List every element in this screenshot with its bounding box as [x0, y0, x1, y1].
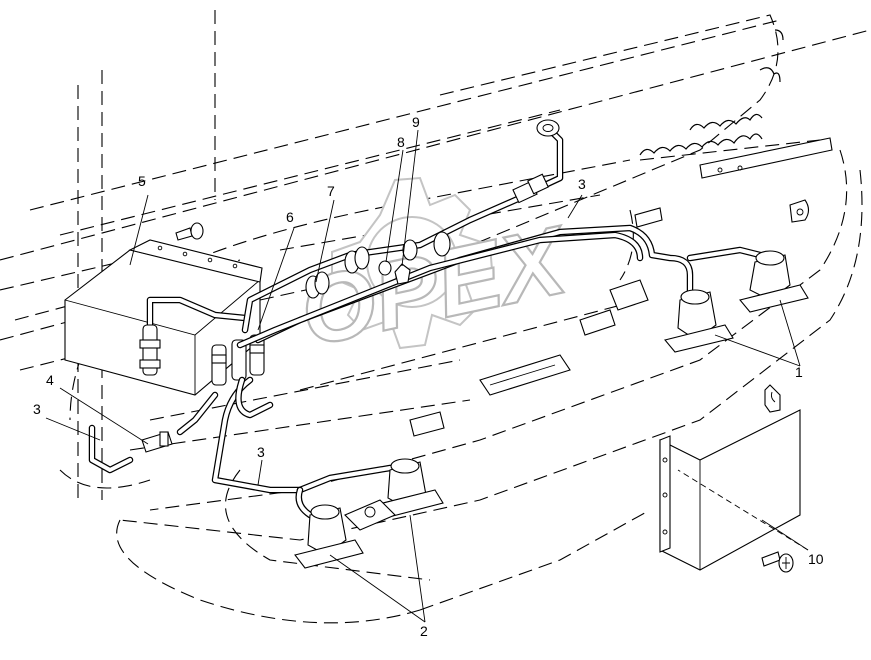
pipe-end-connector: [512, 119, 560, 204]
callout-3-left: 3: [33, 401, 41, 417]
track-scallops: [639, 29, 784, 156]
callout-10: 10: [808, 551, 824, 567]
screw-lower-right: [761, 551, 794, 573]
heater-core-box: [64, 239, 263, 396]
screw-upper-left: [175, 222, 204, 241]
callout-1: 1: [795, 364, 803, 380]
callout-3-bottom: 3: [257, 444, 265, 460]
loose-hose-piece: [88, 424, 134, 474]
callout-8: 8: [397, 134, 405, 150]
callout-3-top: 3: [578, 176, 586, 192]
callout-labels: 5 6 7 8 9 3 4 3 3 1 2 10: [33, 114, 824, 639]
mount-brackets: [344, 207, 663, 531]
defroster-nozzle-left-lower: [294, 504, 364, 569]
phantom-track-frame: [59, 14, 863, 624]
cover-plate: [659, 384, 801, 571]
callout-5: 5: [138, 173, 146, 189]
defroster-nozzle-left-upper: [374, 458, 444, 519]
upper-right-rail: [699, 137, 833, 223]
callout-6: 6: [286, 209, 294, 225]
leader-lines: [45, 129, 809, 623]
hose-fitting: [141, 431, 173, 453]
callout-2: 2: [420, 623, 428, 639]
callout-4: 4: [46, 372, 54, 388]
callout-7: 7: [327, 183, 335, 199]
callout-9: 9: [412, 114, 420, 130]
defroster-nozzle-right-lower: [664, 289, 734, 353]
heater-fittings: [139, 296, 265, 386]
defroster-nozzle-right-upper: [739, 250, 809, 313]
